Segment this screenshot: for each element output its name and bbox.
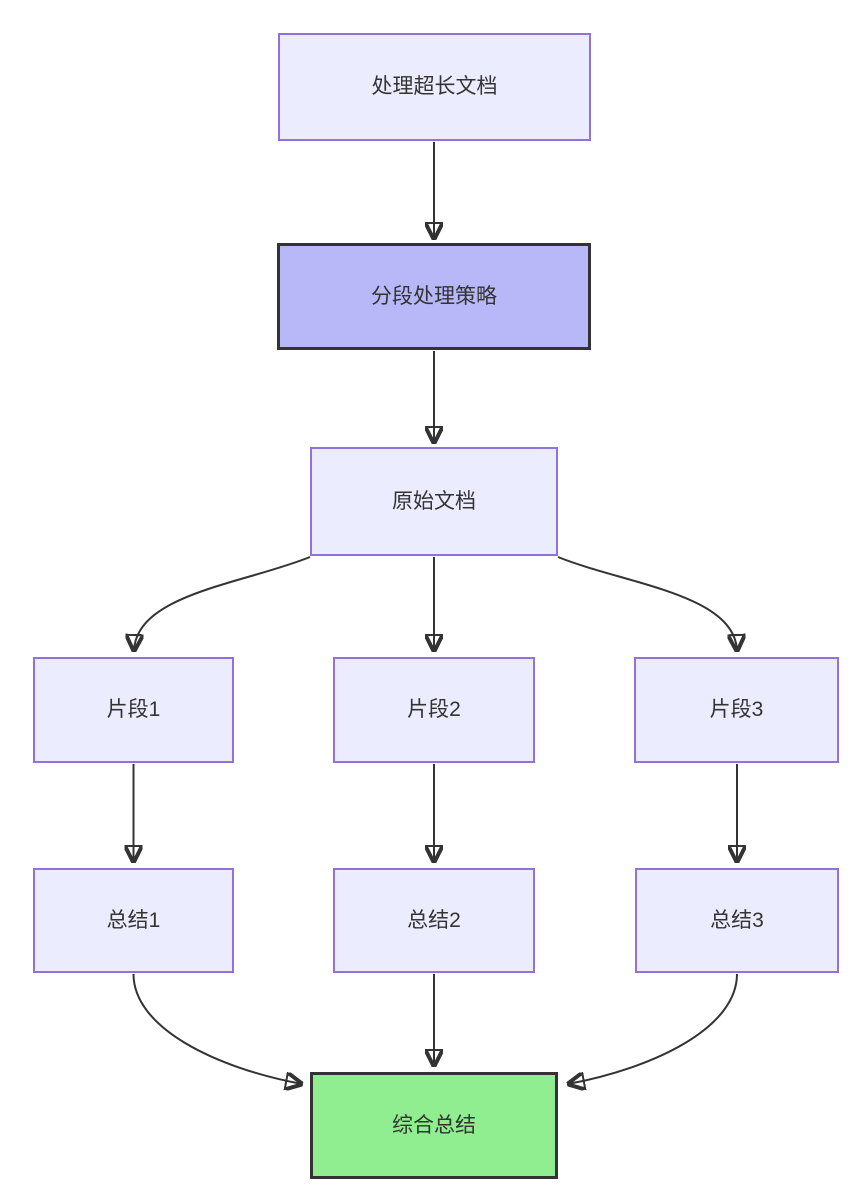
node-fragment-1: 片段1: [33, 657, 234, 763]
node-combined-summary: 综合总结: [310, 1072, 558, 1179]
node-summary-1: 总结1: [33, 868, 234, 973]
node-label: 分段处理策略: [371, 284, 497, 308]
edge-original-frag1: [134, 556, 311, 651]
node-fragment-2: 片段2: [333, 657, 535, 763]
edge-original-frag3: [557, 556, 737, 651]
node-label: 总结1: [106, 908, 161, 932]
node-process-long-document: 处理超长文档: [278, 33, 591, 141]
edge-sum1-final: [132, 973, 303, 1084]
node-label: 原始文档: [392, 489, 476, 513]
node-label: 片段1: [106, 698, 161, 722]
node-label: 综合总结: [392, 1113, 476, 1137]
node-summary-3: 总结3: [635, 868, 839, 973]
node-segmentation-strategy: 分段处理策略: [277, 243, 591, 350]
node-original-document: 原始文档: [310, 447, 558, 556]
node-label: 总结3: [710, 908, 764, 932]
node-summary-2: 总结2: [333, 868, 535, 973]
node-label: 片段2: [407, 698, 461, 722]
node-label: 总结2: [407, 908, 461, 932]
edge-sum3-final: [568, 973, 738, 1084]
node-fragment-3: 片段3: [634, 657, 839, 763]
node-label: 片段3: [709, 698, 764, 722]
node-label: 处理超长文档: [371, 75, 498, 99]
